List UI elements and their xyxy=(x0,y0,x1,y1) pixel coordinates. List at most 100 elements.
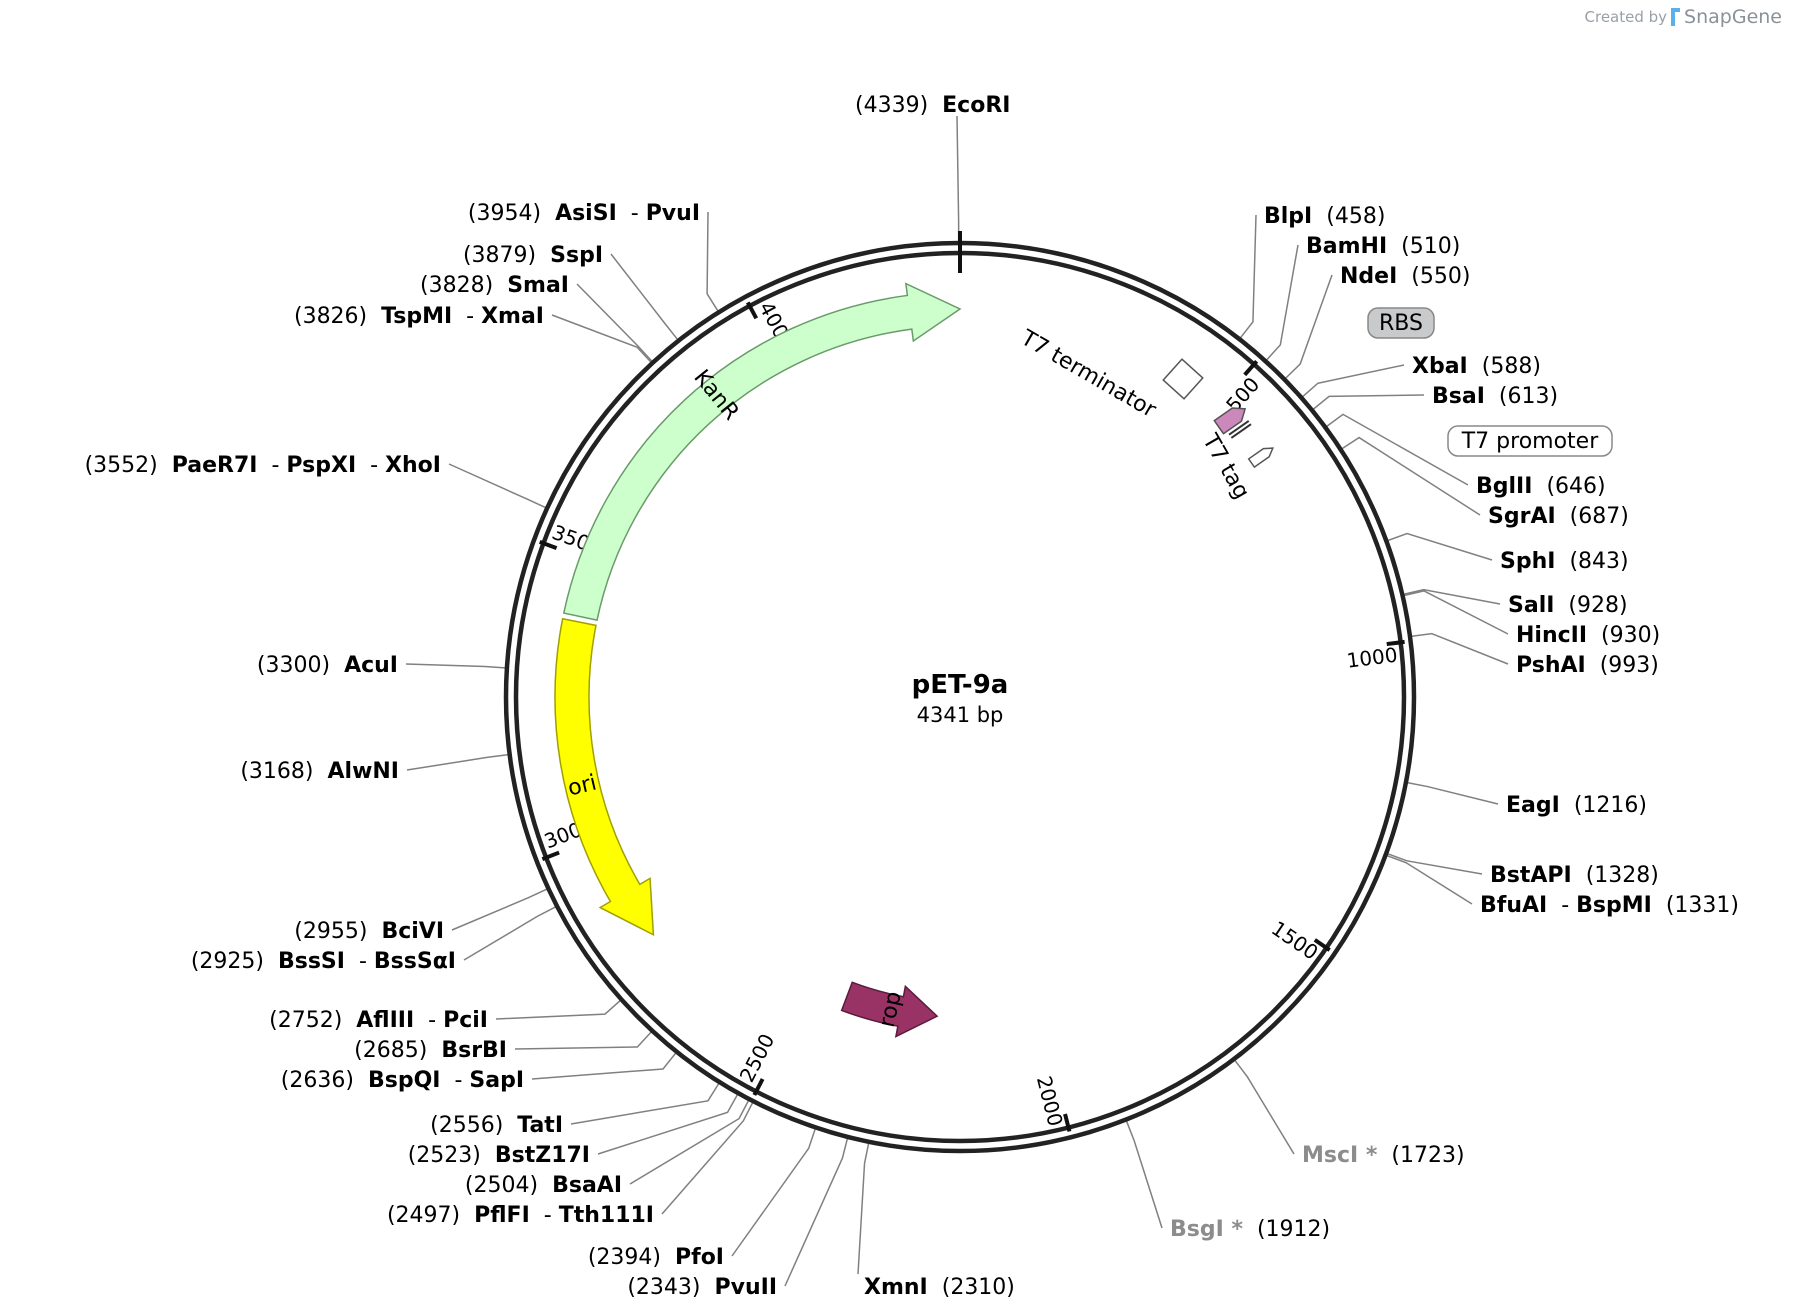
leader-line xyxy=(1411,632,1509,665)
site-ndei: NdeI (550) xyxy=(1340,264,1470,289)
site-acui: (3300) AcuI xyxy=(257,653,398,678)
enzyme-name: Tth111I xyxy=(559,1203,654,1228)
svg-text:(2343) PvuII: (2343) PvuII xyxy=(627,1275,777,1300)
svg-text:(3168) AlwNI: (3168) AlwNI xyxy=(240,759,399,784)
leader-line xyxy=(1285,274,1333,379)
svg-text:BsaI (613): BsaI (613) xyxy=(1432,384,1558,409)
site-position: (2394) xyxy=(588,1245,661,1270)
leader-line xyxy=(1407,782,1499,805)
enzyme-name: BsgI * xyxy=(1170,1217,1243,1242)
site-alwni: (3168) AlwNI xyxy=(240,759,399,784)
site-bsgi: BsgI * (1912) xyxy=(1170,1217,1330,1242)
leader-line xyxy=(1313,394,1425,410)
svg-text:(3300) AcuI: (3300) AcuI xyxy=(257,653,398,678)
t7-promoter-arrow-icon xyxy=(1247,447,1274,469)
site-position: (613) xyxy=(1499,384,1558,409)
rbs-label: RBS xyxy=(1379,311,1423,336)
enzyme-name: BsaAI xyxy=(552,1173,622,1198)
snapgene-credit: Created by SnapGene xyxy=(1585,6,1782,28)
svg-text:(2752) AflIII - PciI: (2752) AflIII - PciI xyxy=(269,1008,488,1033)
site-position: (993) xyxy=(1600,653,1659,678)
leader-line xyxy=(1341,436,1481,516)
tick-4000 xyxy=(745,301,759,320)
leader-line xyxy=(1302,364,1405,397)
leader-line xyxy=(1240,214,1257,339)
leader-line xyxy=(857,1143,870,1275)
leader-line xyxy=(1326,413,1469,486)
svg-text:BglII (646): BglII (646) xyxy=(1476,474,1606,499)
svg-text:SalI (928): SalI (928) xyxy=(1508,593,1628,618)
leader-line xyxy=(1404,588,1501,605)
site-sali: SalI (928) xyxy=(1508,593,1628,618)
site-position: (1216) xyxy=(1574,793,1647,818)
site-position: (3826) xyxy=(294,304,367,329)
site-position: (1723) xyxy=(1391,1143,1464,1168)
tick-label: 2000 xyxy=(1032,1073,1068,1128)
site-sphi: SphI (843) xyxy=(1500,549,1629,574)
site-ecori: (4339) EcoRI xyxy=(855,93,1010,118)
enzyme-name: NdeI xyxy=(1340,264,1397,289)
svg-text:BlpI (458): BlpI (458) xyxy=(1264,204,1385,229)
t7-promoter-badge: T7 promoter xyxy=(1447,425,1613,457)
t7-terminator-feature xyxy=(1162,358,1204,400)
svg-text:NdeI (550): NdeI (550) xyxy=(1340,264,1470,289)
enzyme-name: SalI xyxy=(1508,593,1554,618)
svg-text:(2556) TatI: (2556) TatI xyxy=(430,1113,563,1138)
enzyme-name: BssSαI xyxy=(374,949,456,974)
leader-line xyxy=(406,754,508,771)
credit-brand: SnapGene xyxy=(1684,6,1782,28)
enzyme-name: EcoRI xyxy=(942,93,1010,118)
leader-line xyxy=(448,463,546,509)
site-bsrbi: (2685) BsrBI xyxy=(354,1038,507,1063)
site-position: (588) xyxy=(1482,354,1541,379)
leader-line xyxy=(956,115,960,242)
svg-text:BstAPI (1328): BstAPI (1328) xyxy=(1490,863,1659,888)
rop-feature xyxy=(840,981,939,1038)
site-position: (3954) xyxy=(468,201,541,226)
tick-500 xyxy=(1243,359,1259,377)
enzyme-name: PfoI xyxy=(675,1245,724,1270)
site-position: (2752) xyxy=(269,1008,342,1033)
site-position: (2343) xyxy=(627,1275,700,1300)
leader-line xyxy=(1387,853,1483,875)
enzyme-name: BsaI xyxy=(1432,384,1485,409)
site-bcivi: (2955) BciVI xyxy=(294,919,444,944)
site-pvuii: (2343) PvuII xyxy=(627,1275,777,1300)
site-position: (1912) xyxy=(1257,1217,1330,1242)
enzyme-name: PvuII xyxy=(715,1275,778,1300)
enzyme-name: BsrBI xyxy=(441,1038,507,1063)
enzyme-name: SgrAI xyxy=(1488,504,1556,529)
enzyme-name: HincII xyxy=(1516,623,1587,648)
svg-text:(3954) AsiSI - PvuI: (3954) AsiSI - PvuI xyxy=(468,201,700,226)
site-bspqi: (2636) BspQI - SapI xyxy=(281,1068,524,1093)
enzyme-name: EagI xyxy=(1506,793,1560,818)
leader-line xyxy=(495,1000,621,1020)
enzyme-name: BspQI xyxy=(368,1068,441,1093)
leader-line xyxy=(597,1094,738,1155)
leader-line xyxy=(451,888,547,931)
site-position: (3552) xyxy=(85,453,158,478)
site-asisi: (3954) AsiSI - PvuI xyxy=(468,201,700,226)
site-bamhi: BamHI (510) xyxy=(1306,234,1460,259)
site-position: (3300) xyxy=(257,653,330,678)
site-xbai: XbaI (588) xyxy=(1412,354,1541,379)
svg-text:(2685) BsrBI: (2685) BsrBI xyxy=(354,1038,507,1063)
enzyme-name: PvuI xyxy=(646,201,700,226)
site-position: (2955) xyxy=(294,919,367,944)
enzyme-name: BamHI xyxy=(1306,234,1387,259)
tick-label: 1500 xyxy=(1267,916,1323,965)
leader-line xyxy=(610,253,678,340)
site-position: (3828) xyxy=(420,273,493,298)
site-msci: MscI * (1723) xyxy=(1302,1143,1465,1168)
site-blpi: BlpI (458) xyxy=(1264,204,1385,229)
enzyme-name: XbaI xyxy=(1412,354,1468,379)
svg-text:(3552) PaeR7I - PspXI - Xho: (3552) PaeR7I - PspXI - XhoI xyxy=(85,453,441,478)
enzyme-name: BstZ17I xyxy=(495,1143,590,1168)
site-pflfi: (2497) PflFI - Tth111I xyxy=(387,1203,654,1228)
site-position: (510) xyxy=(1401,234,1460,259)
svg-text:EagI (1216): EagI (1216) xyxy=(1506,793,1647,818)
site-position: (2504) xyxy=(465,1173,538,1198)
site-position: (2685) xyxy=(354,1038,427,1063)
site-pfoi: (2394) PfoI xyxy=(588,1245,724,1270)
